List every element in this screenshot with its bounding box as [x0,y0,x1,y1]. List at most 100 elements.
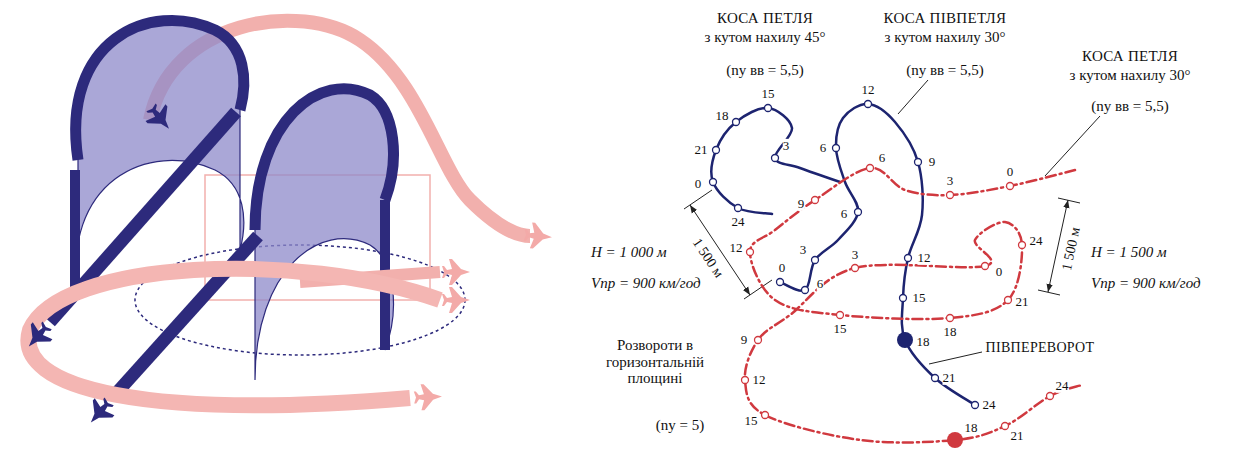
altitude-label: H = 1 500 м [1090,244,1168,261]
time-mark: 6 [817,277,824,291]
altitude-label: H = 1 000 м [590,244,668,261]
time-mark: 9 [798,197,805,211]
time-mark: 24 [1056,379,1069,393]
time-marker [747,249,754,256]
time-marker [755,337,762,344]
time-mark: 9 [741,333,748,347]
time-marker [900,295,907,302]
time-marker [777,279,784,286]
maneuver-title: КОСА ПІВПЕТЛЯ [883,10,1008,27]
extension-line [684,190,712,209]
jet-icon [414,384,443,411]
time-mark: 18 [965,421,978,435]
maneuver-title: КОСА ПЕТЛЯ [716,10,814,27]
dimension-label: 1 500 м [1059,225,1084,273]
time-mark: 18 [917,335,930,349]
maneuver-title: КОСА ПЕТЛЯ [1081,48,1179,65]
time-mark: 12 [862,83,875,97]
speed-label: Vпр = 900 км/год [1090,275,1202,292]
time-marker [1005,297,1012,304]
time-marker [915,159,922,166]
time-mark: 24 [1030,234,1043,248]
load-factor: (ny = 5) [655,417,705,434]
time-marker [812,257,819,264]
time-marker [865,101,872,108]
time-mark: 9 [929,155,936,169]
flight-path [780,104,975,405]
time-marker [802,287,809,294]
extension-line [1058,198,1080,203]
time-marker [972,402,979,409]
time-mark: 15 [913,291,926,305]
maneuver-subtitle: з кутом нахилу 30° [883,29,1006,46]
time-marker [852,265,859,272]
time-mark: 21 [1016,295,1029,309]
time-mark: 6 [841,207,848,221]
time-mark: 0 [996,265,1003,279]
blue-track [112,236,258,398]
blue-track [255,89,393,230]
time-marker [1019,242,1026,249]
jet-icon [442,259,470,285]
time-marker [905,255,912,262]
time-mark: 18 [944,325,957,339]
time-mark: 3 [947,174,954,188]
time-marker [867,165,874,172]
maneuver-name: Розвороти в горизонтальній площині [592,337,719,387]
time-marker [733,119,740,126]
time-mark: 6 [820,141,827,155]
time-mark: 15 [834,322,847,336]
position-dot [897,332,913,348]
maneuver-subtitle: з кутом нахилу 45° [703,29,826,46]
time-marker [762,412,769,419]
time-marker [837,312,844,319]
time-marker [833,145,840,152]
jet-icon [442,287,470,313]
leader-line [1045,116,1100,176]
load-factor: (ny вв = 5,5) [905,62,985,79]
time-mark: 0 [695,177,702,191]
maneuver-illustration [0,0,560,454]
maneuver-name: ПІВПЕРЕВОРОТ [985,340,1096,355]
time-mark: 12 [918,251,931,265]
time-mark: 12 [730,241,743,255]
time-marker [735,205,742,212]
jet-icon [523,222,553,250]
jet-icon [141,99,179,137]
time-marker [932,375,939,382]
time-marker [947,315,954,322]
jet-icon [81,393,119,431]
time-marker [982,263,989,270]
time-mark: 15 [762,87,775,101]
extension-line [744,280,772,299]
blue-curtain [255,89,393,380]
pink-ribbon [28,269,440,405]
time-mark: 15 [745,414,758,428]
time-marker [812,197,819,204]
time-mark: 3 [800,243,807,257]
position-dot [947,432,963,448]
time-marker [765,105,772,112]
leader-line [929,352,982,364]
time-marker [1007,183,1014,190]
time-marker [772,155,779,162]
extension-line [1038,290,1060,295]
time-marker [710,179,717,186]
time-mark: 18 [716,109,729,123]
load-factor: (ny вв = 5,5) [1090,98,1170,115]
time-mark: 24 [732,215,745,229]
time-mark: 0 [779,261,786,275]
flight-path [745,168,1082,443]
time-marker [1002,423,1009,430]
time-mark: 12 [753,373,766,387]
maneuver-subtitle: з кутом нахилу 30° [1068,67,1191,84]
load-factor: (ny вв = 5,5) [725,62,805,79]
time-mark: 21 [1011,429,1024,443]
time-mark: 6 [879,151,886,165]
jet-icon [19,317,57,355]
speed-label: Vпр = 900 км/год [590,275,702,292]
time-mark: 24 [983,398,996,412]
flight-path [711,108,840,214]
leader-line [898,80,928,114]
